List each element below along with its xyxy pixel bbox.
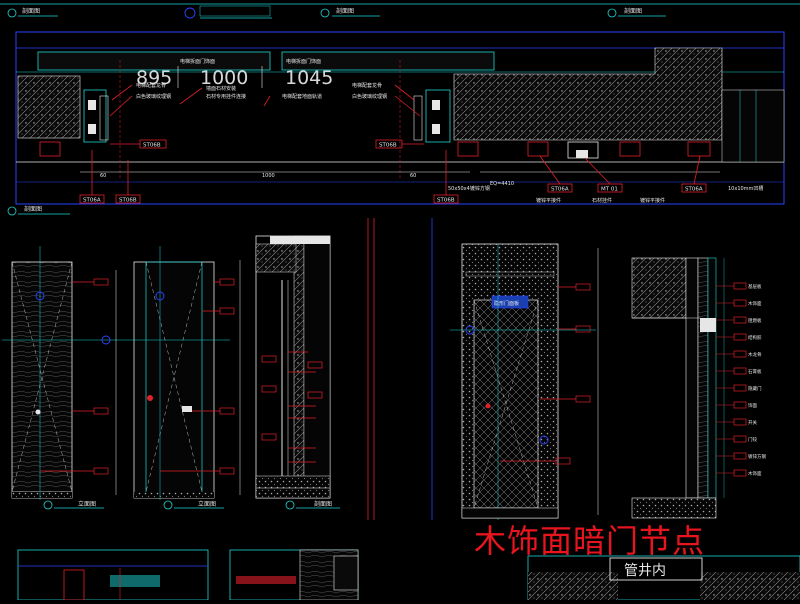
svg-text:ST06A: ST06A xyxy=(551,187,569,193)
note-tag-box xyxy=(733,367,747,375)
code-tag-top-right: ST06B xyxy=(375,139,424,149)
tag-pipe-shaft: 管井内 xyxy=(624,563,666,579)
svg-text:ST06B: ST06B xyxy=(143,143,161,149)
plan-section: 电梯拆面门饰面 电梯拆面门饰面 895 1000 1045 xyxy=(7,31,785,216)
title-mark-top-right-a: 剖面图 xyxy=(320,7,380,18)
note-tag-box xyxy=(733,401,747,409)
code-tags-bottom: ST06A ST06B ST06B ST06A MT 01 ST06A xyxy=(79,183,707,204)
rail-right: 电梯拆面门饰面 xyxy=(281,51,495,71)
svg-text:ST06B: ST06B xyxy=(437,198,455,204)
note-tag-box xyxy=(733,350,747,358)
rail-right-label: 电梯拆面门饰面 xyxy=(286,58,321,65)
svg-text:ST06A: ST06A xyxy=(83,198,101,204)
note-tag-box xyxy=(733,435,747,443)
note-tag-box xyxy=(733,469,747,477)
title-elev-a: 立面图 xyxy=(78,500,96,508)
title-elev-b: 立面图 xyxy=(198,500,216,508)
dim-1045: 1045 xyxy=(285,67,333,89)
svg-text:ST06B: ST06B xyxy=(119,198,137,204)
svg-text:50x50x4镀锌方钢: 50x50x4镀锌方钢 xyxy=(448,185,490,192)
svg-text:10x10mm凹槽: 10x10mm凹槽 xyxy=(728,185,763,192)
note-right-b-1: 白色玻璃纹理钢 xyxy=(352,93,387,100)
section-note: 隐藏门 xyxy=(748,385,762,392)
dim-1000: 1000 xyxy=(200,67,248,89)
section-note: 木龙骨 xyxy=(748,351,762,358)
title-section-c: 剖面图 xyxy=(314,500,332,508)
door-label-box xyxy=(491,295,529,309)
section-note: 基层板 xyxy=(748,283,762,290)
title-mark-elev-a: 立面图 xyxy=(43,500,104,510)
svg-text:镀锌平接件: 镀锌平接件 xyxy=(640,197,665,204)
note-mid-0: 墙面石材安装 xyxy=(206,85,236,92)
title-mark-section-c: 剖面图 xyxy=(285,500,340,510)
note-tag-box xyxy=(733,299,747,307)
frame-right xyxy=(413,89,711,159)
door-label: 隐形门面板 xyxy=(494,300,519,307)
dim-895: 895 xyxy=(136,67,172,89)
title-plan: 剖面图 xyxy=(24,205,42,213)
code-tag-top-left: ST06B xyxy=(110,139,167,149)
svg-text:60: 60 xyxy=(410,173,416,179)
title-mark-top-mid xyxy=(184,5,272,19)
rail-left-label: 电梯拆面门饰面 xyxy=(180,58,215,65)
wall-left-hatch xyxy=(17,75,81,139)
note-tag-box xyxy=(733,418,747,426)
watermark-title: 木饰面暗门节点 xyxy=(474,522,706,560)
section-c: 剖面图 xyxy=(255,235,340,510)
note-mid-1: 石材专用挂件连接 xyxy=(206,93,246,100)
note-tag-box xyxy=(733,452,747,460)
title-top-right: 剖面图 xyxy=(624,7,642,15)
title-top-left: 剖面图 xyxy=(22,7,40,15)
frame-left xyxy=(39,89,109,157)
svg-text:1000: 1000 xyxy=(262,173,275,179)
svg-text:EQ=4410: EQ=4410 xyxy=(490,181,514,187)
svg-text:MT 01: MT 01 xyxy=(601,187,618,193)
note-tag-box xyxy=(733,316,747,324)
note-tag-box xyxy=(733,282,747,290)
title-mark-top-right-b: 剖面图 xyxy=(607,7,666,18)
elevation-hidden-door: 隐形门面板 xyxy=(450,243,599,520)
note-left-1: 白色玻璃纹理钢 xyxy=(136,93,171,100)
section-note: 镀锌方钢 xyxy=(748,453,766,460)
note-tag-box xyxy=(733,384,747,392)
section-note: 开关 xyxy=(748,419,757,426)
elevation-a: 立面图 xyxy=(2,246,120,510)
note-tag-box xyxy=(733,333,747,341)
note-left-0: 电梯配套龙骨 xyxy=(136,82,166,89)
note-right-a-0: 电梯配套地面轨道 xyxy=(282,93,322,100)
svg-text:石材挂件: 石材挂件 xyxy=(592,197,612,204)
section-note: 饰面 xyxy=(748,402,757,409)
title-mark-plan: 剖面图 xyxy=(7,205,70,216)
top-title-strip: 剖面图 剖面图 剖面图 xyxy=(0,3,800,19)
title-mark-elev-b: 立面图 xyxy=(163,500,224,510)
title-top-mid: 剖面图 xyxy=(336,7,354,15)
section-note: 木饰面 xyxy=(748,470,762,477)
section-note: 石膏板 xyxy=(748,368,762,375)
note-right-b-0: 电梯配套龙骨 xyxy=(352,82,382,89)
section-detail-right xyxy=(631,257,725,519)
section-note: 门铰 xyxy=(748,436,757,443)
svg-text:ST06B: ST06B xyxy=(379,143,397,149)
section-note: 阻燃板 xyxy=(748,317,762,324)
svg-text:ST06A: ST06A xyxy=(685,187,703,193)
wall-right-hatch xyxy=(453,47,723,141)
elevation-b: 立面图 xyxy=(120,246,241,510)
svg-text:60: 60 xyxy=(100,173,106,179)
title-mark-top-left: 剖面图 xyxy=(7,7,58,18)
section-note: 结构胶 xyxy=(748,334,762,341)
svg-text:镀锌平接件: 镀锌平接件 xyxy=(536,197,561,204)
section-note: 木饰面 xyxy=(748,300,762,307)
rail-left: 电梯拆面门饰面 xyxy=(37,51,271,71)
